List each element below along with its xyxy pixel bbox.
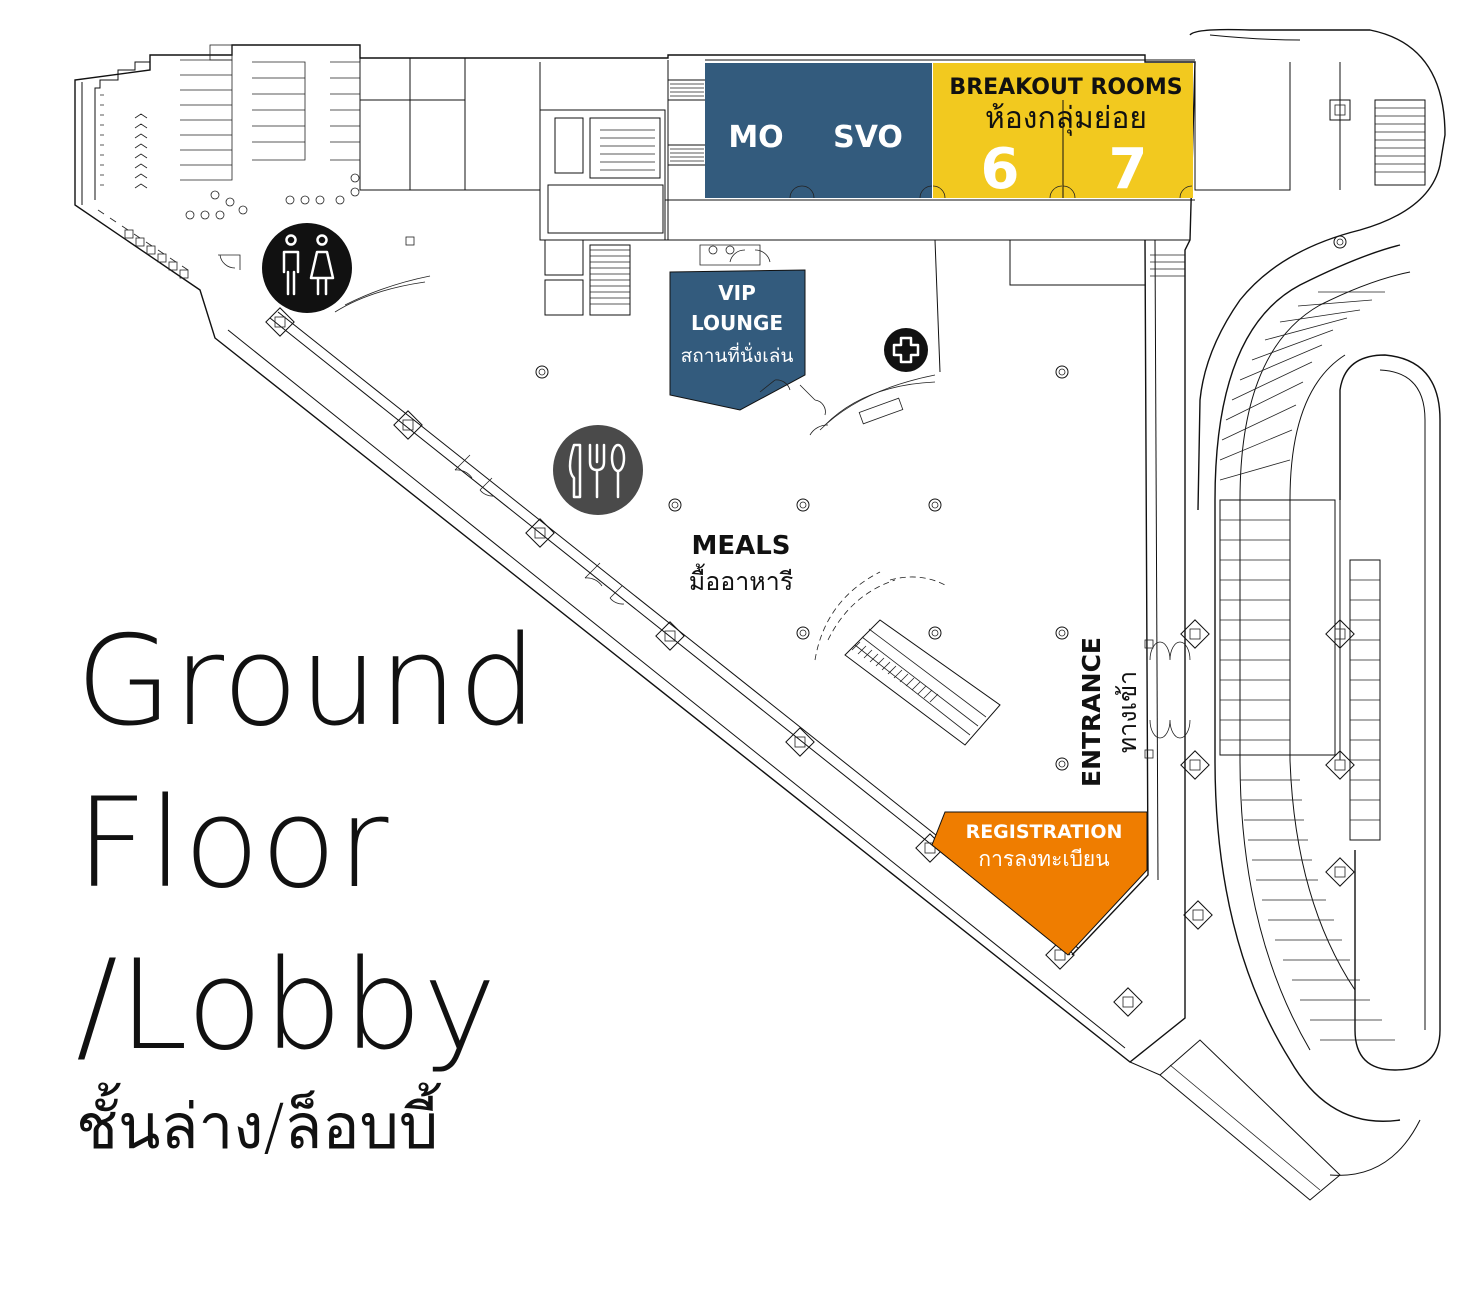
registration-label-en: REGISTRATION — [966, 821, 1123, 843]
center-stair — [844, 619, 1001, 746]
entrance-label-en: ENTRANCE — [1077, 637, 1106, 787]
room-7-number: 7 — [1109, 137, 1148, 202]
curved-staircase — [1129, 244, 1441, 1201]
room-svo-label: SVO — [833, 120, 903, 155]
breakout-label-en: BREAKOUT ROOMS — [949, 75, 1182, 100]
floor-title: Ground Floor /Lobby ชั้นล่าง/ล็อบบี้ — [76, 620, 538, 1158]
room-breakout[interactable]: BREAKOUT ROOMS ห้องกลุ่มย่อย 6 7 — [932, 63, 1193, 202]
first-aid-icon — [884, 328, 928, 372]
meals-label-th: มื้ออาหารี — [689, 563, 794, 596]
room-mo[interactable]: MO — [705, 63, 803, 199]
seating-west — [97, 94, 189, 279]
entrance-label-th: ทางเข้า — [1113, 671, 1142, 753]
dining-icon — [553, 425, 643, 515]
floor-title-line2: Floor — [76, 772, 390, 916]
floor-title-line3: /Lobby — [76, 934, 498, 1078]
room-svo[interactable]: SVO — [801, 63, 933, 199]
floor-title-line1: Ground — [76, 610, 539, 754]
vip-label-line1: VIP — [718, 281, 756, 305]
registration-area[interactable]: REGISTRATION การลงทะเบียน — [931, 811, 1148, 956]
facade-doors — [218, 254, 625, 605]
columns — [265, 235, 1355, 1017]
entrance-area: ENTRANCE ทางเข้า — [1077, 637, 1142, 787]
meals-seating — [799, 374, 946, 661]
meals-area: MEALS มื้ออาหารี — [689, 531, 794, 596]
floor-title-thai: ชั้นล่าง/ล็อบบี้ — [76, 1090, 439, 1163]
room-mo-label: MO — [728, 120, 783, 155]
vip-label-line2: LOUNGE — [691, 311, 783, 335]
registration-label-th: การลงทะเบียน — [978, 847, 1109, 871]
restroom-fixtures — [180, 44, 771, 313]
meals-label-en: MEALS — [691, 531, 790, 561]
restroom-icon — [262, 223, 352, 313]
breakout-label-th: ห้องกลุ่มย่อย — [985, 101, 1147, 137]
room-vip-lounge[interactable]: VIP LOUNGE สถานที่นั่งเล่น — [669, 269, 806, 411]
vip-label-th: สถานที่นั่งเล่น — [681, 342, 794, 367]
room-6-number: 6 — [981, 137, 1020, 202]
